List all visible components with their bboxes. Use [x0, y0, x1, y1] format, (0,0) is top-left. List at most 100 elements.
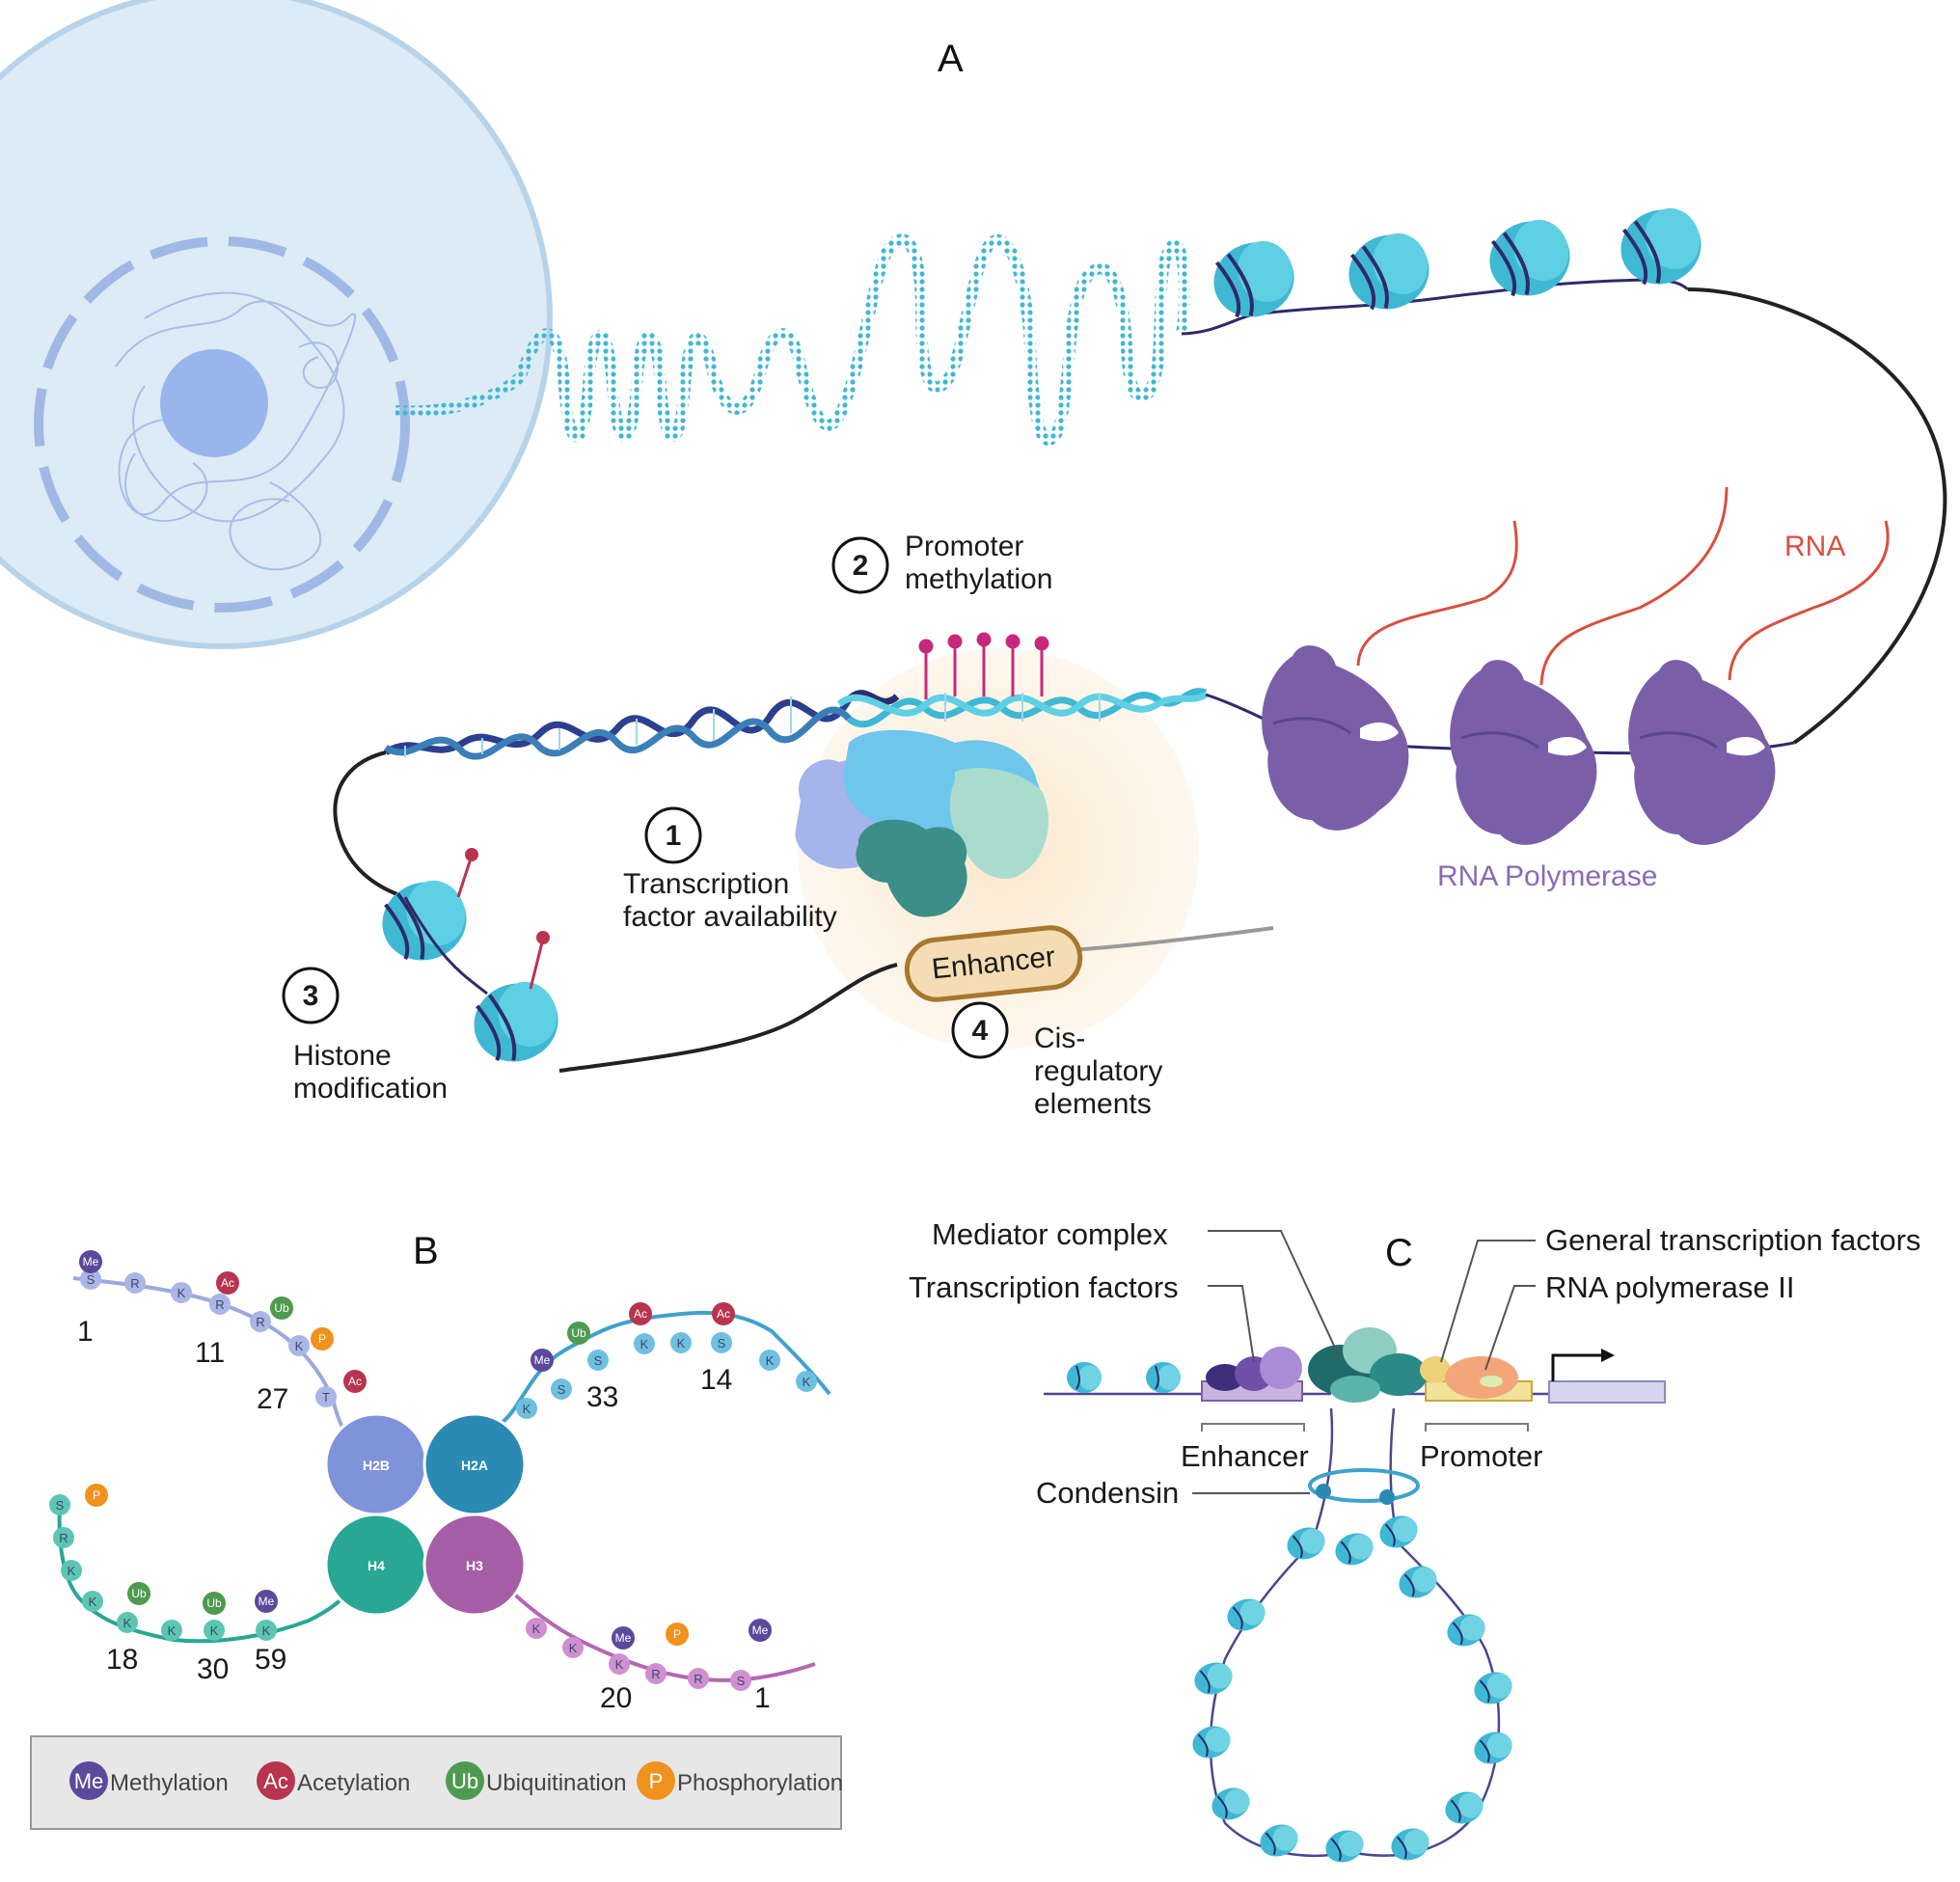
- step-3-line-2: modification: [293, 1073, 448, 1105]
- condensin-ring: [1308, 1468, 1420, 1505]
- mod-badge-me: Me: [255, 1590, 278, 1613]
- loop-nucleosome: [1227, 1598, 1266, 1631]
- legend-label: Phosphorylation: [677, 1770, 843, 1796]
- residue-letter: K: [89, 1595, 97, 1609]
- residue-bead: K: [796, 1371, 817, 1392]
- mod-badge-text: Ub: [206, 1596, 222, 1610]
- tss-arrowhead: [1601, 1349, 1615, 1362]
- mod-badge-text: Me: [534, 1353, 551, 1367]
- histone-h2a: H2A: [461, 1458, 488, 1473]
- residue-letter: K: [677, 1336, 686, 1350]
- legend-box: [30, 1735, 842, 1830]
- mod-badge-text: Ub: [131, 1587, 147, 1600]
- histone-h4: H4: [368, 1558, 385, 1573]
- step-3-line-1: Histone: [293, 1040, 392, 1072]
- residue-bead: K: [288, 1335, 310, 1356]
- residue-letter: S: [56, 1498, 65, 1513]
- loop-nucleosomes: [1192, 1515, 1512, 1863]
- residue-bead: K: [161, 1620, 182, 1641]
- residue-letter: K: [803, 1375, 811, 1389]
- transcription-factors-label: Transcription factors: [909, 1270, 1179, 1304]
- residue-bead: K: [609, 1653, 630, 1675]
- residue-bead: R: [209, 1294, 231, 1315]
- legend-label: Acetylation: [297, 1770, 410, 1796]
- rna-polymerase-ii-label: RNA polymerase II: [1545, 1270, 1794, 1304]
- black-dna-bottom: [558, 963, 898, 1073]
- enhancer-bracket: [1201, 1423, 1305, 1432]
- residue-bead: K: [634, 1333, 655, 1354]
- mod-badge-text: Me: [259, 1595, 275, 1608]
- step-4-line-2: regulatory: [1034, 1055, 1162, 1087]
- residue-bead: R: [645, 1663, 667, 1684]
- h4-num-59: 59: [255, 1644, 286, 1676]
- h2b-num-1: 1: [77, 1316, 94, 1348]
- residue-letter: K: [523, 1402, 531, 1416]
- enhancer-c-label: Enhancer: [1181, 1439, 1309, 1473]
- residue-bead: K: [526, 1618, 547, 1639]
- residue-letter: K: [68, 1564, 76, 1578]
- loop-nucleosome: [1192, 1726, 1231, 1759]
- loop-nucleosome: [1391, 1828, 1429, 1861]
- loop-nucleosome: [1287, 1527, 1325, 1560]
- nuclear-envelope: [34, 236, 410, 613]
- histone-octamer: H2B H2A H4 H3: [324, 1412, 527, 1617]
- residue-letter: K: [177, 1286, 186, 1300]
- rna-polymerases: [1262, 645, 1776, 845]
- residue-bead: S: [730, 1670, 751, 1691]
- loop-nucleosome: [1474, 1672, 1512, 1705]
- panel-label-b: B: [413, 1230, 439, 1272]
- residue-bead: S: [587, 1350, 609, 1371]
- promoter-bracket: [1425, 1423, 1529, 1432]
- loop-nucleosome: [1399, 1566, 1437, 1598]
- h4-num-18: 18: [106, 1644, 138, 1676]
- mod-badge-ac: Ac: [343, 1370, 367, 1393]
- step-1: 1 Transcription factor availability: [623, 806, 837, 933]
- mod-badge-text: P: [673, 1627, 681, 1641]
- residue-letter: S: [87, 1272, 95, 1287]
- step-1-number: 1: [666, 820, 682, 852]
- residue-letter: T: [322, 1390, 330, 1405]
- legend-item: Ac Acetylation: [257, 1761, 410, 1800]
- nucleolus: [160, 349, 268, 457]
- h3-tail: [500, 1580, 816, 1682]
- residue-bead: K: [117, 1612, 138, 1633]
- residue-letter: K: [640, 1337, 649, 1351]
- mediator-complex-c: [1308, 1327, 1428, 1403]
- residue-bead: K: [562, 1637, 584, 1658]
- loop-nucleosome: [1194, 1662, 1233, 1695]
- transcription-factor-complex: [795, 729, 1049, 917]
- mod-badge-text: Me: [615, 1631, 632, 1645]
- loop-nucleosome: [1335, 1533, 1374, 1566]
- legend-label: Methylation: [110, 1770, 229, 1796]
- histone-h2b: H2B: [363, 1458, 390, 1473]
- residue-bead: K: [516, 1398, 537, 1419]
- mod-badge-ac: Ac: [712, 1302, 735, 1325]
- promoter-c-label: Promoter: [1420, 1439, 1542, 1473]
- residue-bead: R: [688, 1668, 709, 1689]
- loop-nucleosome: [1260, 1824, 1298, 1857]
- step-1-line-2: factor availability: [623, 901, 837, 933]
- step-2-number: 2: [853, 550, 869, 582]
- h2b-num-11: 11: [195, 1337, 225, 1369]
- residue-bead: R: [250, 1311, 271, 1332]
- loop-nucleosome: [1447, 1614, 1485, 1647]
- loop-nucleosome: [1325, 1830, 1364, 1863]
- legend-badge: Ac: [263, 1769, 288, 1793]
- h2a-tail: [500, 1310, 831, 1425]
- nucleosomes-top: [1213, 207, 1701, 318]
- residue-bead: K: [759, 1350, 780, 1371]
- residue-bead: R: [53, 1527, 74, 1548]
- rna-label: RNA: [1784, 531, 1845, 562]
- residue-bead: K: [82, 1591, 103, 1612]
- dna-between-mod-nucleosomes: [403, 896, 488, 996]
- residue-bead: S: [49, 1494, 70, 1515]
- residue-letter: K: [123, 1616, 132, 1630]
- h2b-num-27: 27: [257, 1383, 288, 1415]
- residue-letter: K: [262, 1623, 271, 1638]
- legend-badge: P: [649, 1769, 664, 1793]
- mod-badge-text: Ac: [717, 1307, 730, 1321]
- residue-bead: K: [171, 1282, 192, 1303]
